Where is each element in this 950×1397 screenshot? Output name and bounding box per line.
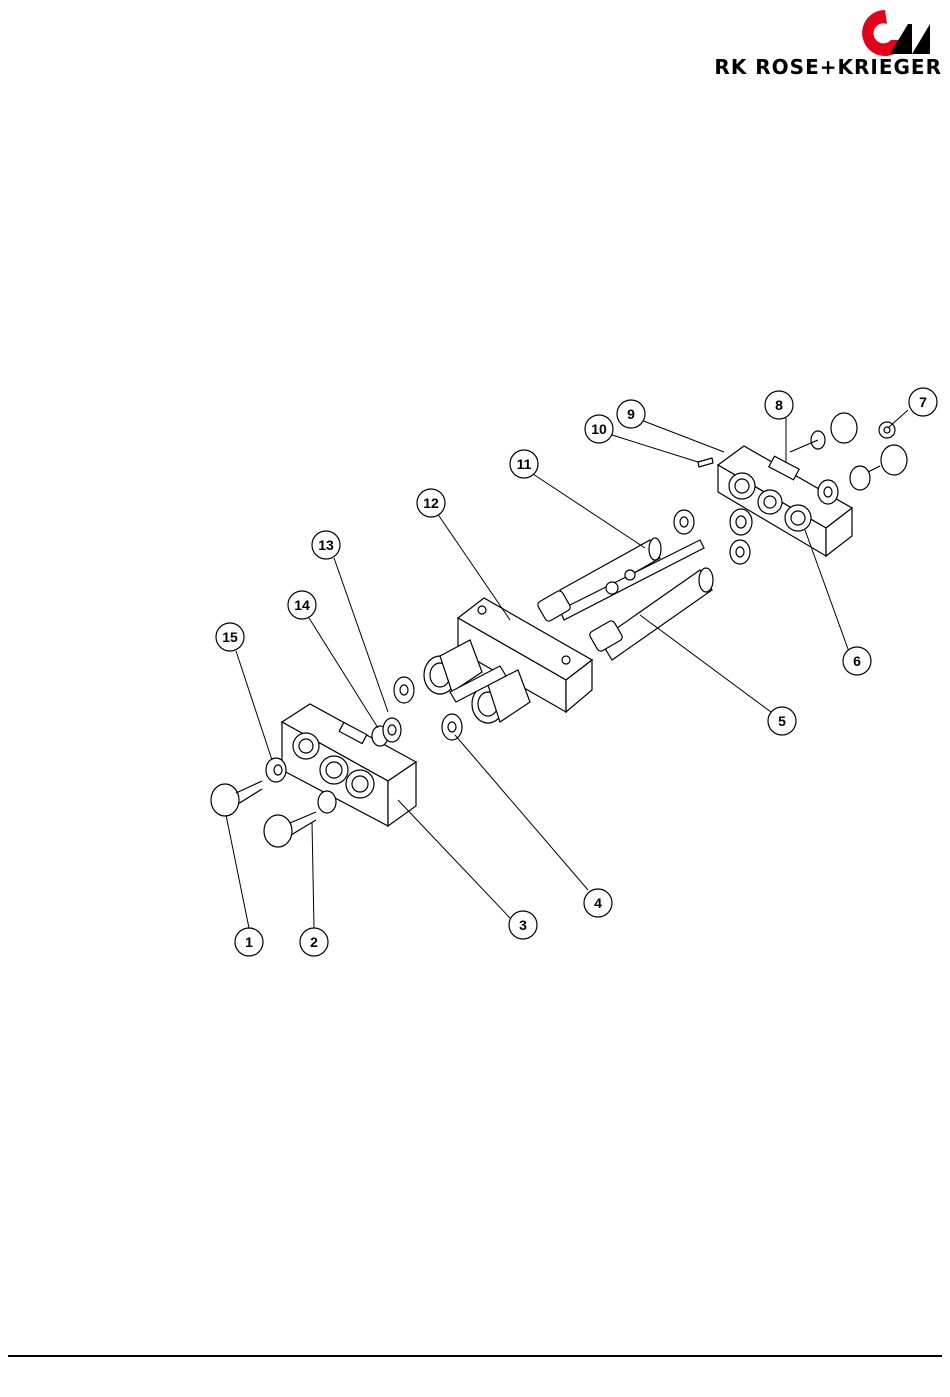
callout-7: 7 [909,388,937,416]
callout-3: 3 [509,911,537,939]
callout-14: 14 [288,591,316,619]
svg-text:4: 4 [594,895,602,911]
svg-text:9: 9 [627,406,635,422]
svg-text:3: 3 [519,917,527,933]
key-10 [698,458,713,467]
svg-text:2: 2 [310,934,318,950]
callout-6: 6 [843,647,871,675]
svg-text:10: 10 [591,421,607,437]
svg-text:6: 6 [853,653,861,669]
svg-text:1: 1 [245,934,253,950]
callout-11: 11 [510,450,538,478]
svg-text:8: 8 [775,397,783,413]
svg-text:7: 7 [919,394,927,410]
callout-8: 8 [765,391,793,419]
svg-text:11: 11 [517,456,532,472]
callout-13: 13 [312,531,340,559]
knob-1 [211,781,262,816]
callout-2: 2 [300,928,328,956]
svg-text:15: 15 [222,629,238,645]
callout-4: 4 [584,889,612,917]
callout-5: 5 [768,707,796,735]
callout-15: 15 [216,623,244,651]
footer-divider [8,1355,942,1357]
svg-text:14: 14 [294,597,310,613]
callout-10: 10 [585,415,613,443]
knob-2 [264,812,316,847]
svg-text:12: 12 [423,495,439,511]
svg-text:13: 13 [318,537,334,553]
svg-text:5: 5 [778,713,786,729]
callout-9: 9 [617,400,645,428]
bearing-13-14 [372,718,401,746]
washer-15 [266,758,286,782]
callout-12: 12 [417,489,445,517]
callout-1: 1 [235,928,263,956]
